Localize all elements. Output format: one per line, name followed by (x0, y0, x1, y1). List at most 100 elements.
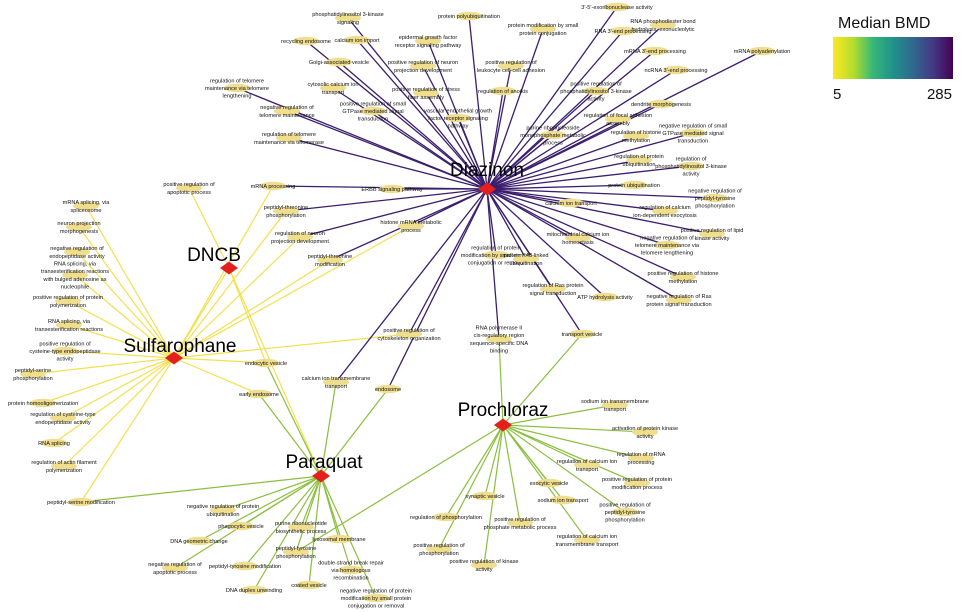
term-node[interactable]: phagocytic vesicle (218, 521, 264, 531)
term-node[interactable]: protein ubiquitination (608, 180, 660, 190)
term-node[interactable]: protein polyubiquitination (438, 11, 500, 21)
term-node[interactable]: peptidyl-tyrosine modification (209, 561, 281, 571)
term-node[interactable]: endosome (375, 384, 401, 394)
term-node[interactable]: dendrite morphogenesis (631, 99, 691, 109)
term-node[interactable]: recycling endosome (281, 36, 331, 46)
chemical-node-dncb[interactable]: DNCB (187, 245, 241, 275)
term-node[interactable]: peptidyl-serine modification (47, 497, 115, 507)
chemical-node-prochloraz[interactable]: Prochloraz (458, 400, 549, 432)
term-node[interactable]: RNA splicing (38, 438, 70, 448)
term-node[interactable]: RNA 3'-end processing (594, 26, 652, 36)
term-node[interactable]: exocytic vesicle (530, 478, 569, 488)
term-node[interactable]: mRNA 3'-end processing (624, 46, 686, 56)
term-node[interactable]: DNA geometric change (170, 536, 228, 546)
term-node[interactable]: 3'-5'-exoribonuclease activity (581, 2, 653, 12)
term-node[interactable]: DNA duplex unwinding (226, 585, 282, 595)
term-node[interactable]: early endosome (239, 389, 279, 399)
term-node[interactable]: mRNA processing (251, 181, 296, 191)
term-node[interactable]: sodium ion transport (538, 495, 589, 505)
term-node[interactable]: calcium ion transport (545, 198, 597, 208)
term-node[interactable]: endocytic vesicle (245, 358, 287, 368)
term-node[interactable]: calcium ion import (334, 35, 380, 45)
chemical-node-paraquat[interactable]: Paraquat (285, 452, 363, 483)
term-node[interactable]: transport vesicle (562, 329, 603, 339)
chemical-node-sulfarophane[interactable]: Sulfarophane (123, 336, 237, 365)
chemical-node-diazinon[interactable]: Diazinon (450, 160, 524, 196)
term-node[interactable]: protein homooligomerization (8, 398, 78, 408)
term-node[interactable]: mRNA polyadenylation (734, 46, 791, 56)
term-node[interactable]: regulation of anoikis (478, 86, 528, 96)
term-node[interactable]: ATP hydrolysis activity (577, 292, 633, 302)
term-node[interactable]: coated vesicle (291, 580, 327, 590)
term-node[interactable]: regulation of phosphorylation (410, 512, 482, 522)
term-node[interactable]: Golgi-associated vesicle (309, 57, 369, 67)
term-node[interactable]: synaptic vesicle (465, 491, 505, 501)
term-node[interactable]: ERBB signaling pathway (361, 184, 423, 194)
term-node[interactable]: lysosomal membrane (312, 534, 366, 544)
term-node[interactable]: ncRNA 3'-end processing (645, 65, 708, 75)
